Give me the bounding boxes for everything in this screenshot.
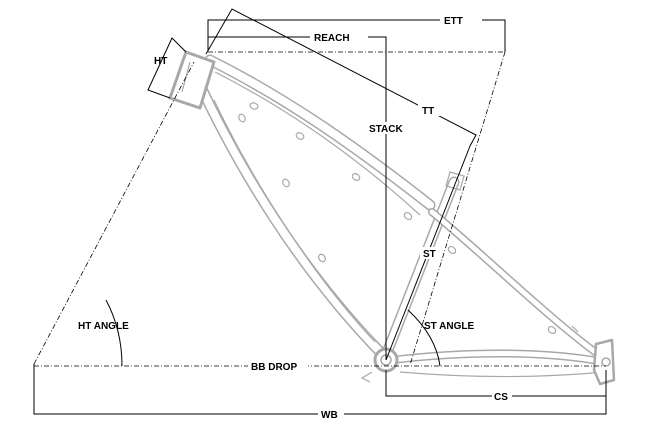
dimension-labels: ETT REACH HT STACK TT ST HT ANGLE ST ANG… xyxy=(78,14,512,421)
wb-dimension xyxy=(33,364,607,415)
cs-label: CS xyxy=(494,392,508,403)
down-tube xyxy=(194,79,389,361)
top-tube xyxy=(204,54,436,216)
stack-label: STACK xyxy=(369,124,403,135)
bb-drop-label: BB DROP xyxy=(251,362,297,373)
head-tube xyxy=(168,50,216,110)
rear-reference xyxy=(409,51,506,366)
seat-stay xyxy=(428,208,610,364)
reach-dimension xyxy=(207,36,387,360)
bottom-bracket xyxy=(360,347,399,383)
tt-dimension xyxy=(205,8,477,147)
ht-angle-arc xyxy=(105,299,123,367)
chain-stay xyxy=(388,349,608,378)
ht-label: HT xyxy=(154,56,167,67)
ht-angle-label: HT ANGLE xyxy=(78,321,129,332)
ht-angle-reference xyxy=(33,61,195,365)
st-angle-label: ST ANGLE xyxy=(424,321,475,332)
bike-frame xyxy=(168,50,616,386)
ett-dimension xyxy=(207,19,506,52)
st-angle-arc xyxy=(407,309,441,367)
tt-label: TT xyxy=(422,106,434,117)
ht-dimension xyxy=(147,37,187,99)
frame-bosses xyxy=(238,102,557,335)
ett-label: ETT xyxy=(444,16,463,27)
st-label: ST xyxy=(423,249,436,260)
reach-label: REACH xyxy=(314,33,350,44)
seat-tube xyxy=(380,176,460,361)
seat-clamp xyxy=(445,171,465,191)
wb-label: WB xyxy=(321,410,338,421)
